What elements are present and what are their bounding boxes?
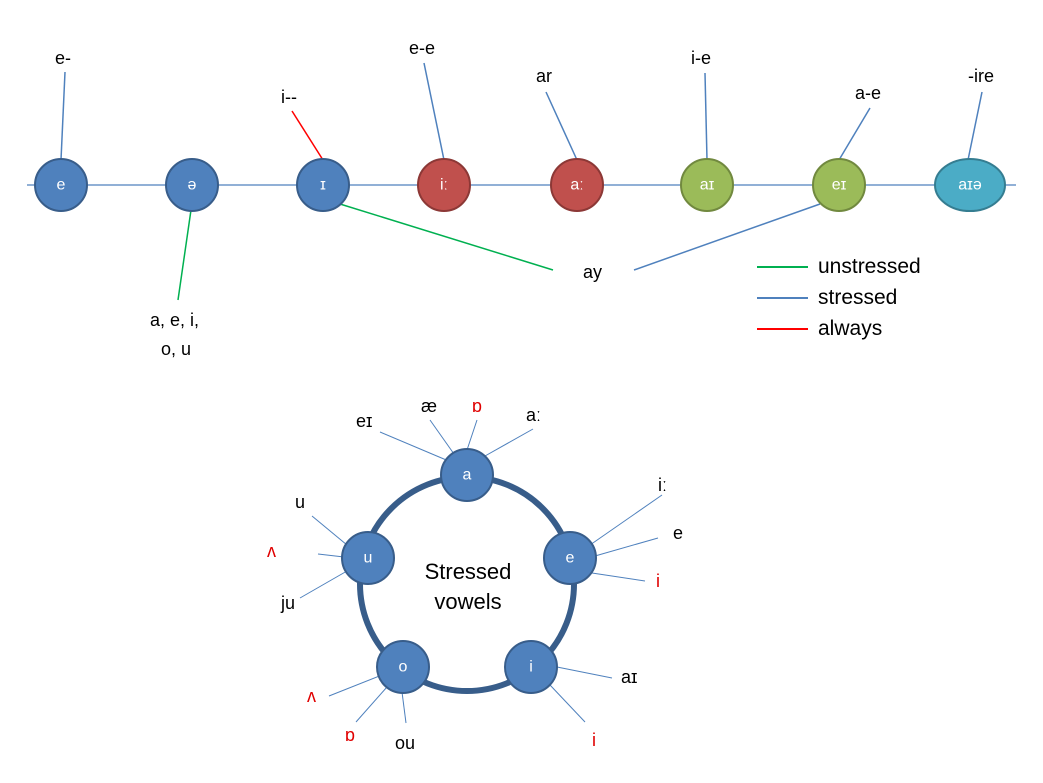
stressed-vowels-circle: Stressed vowels a e <box>267 396 683 753</box>
label-i-dashes: i-- <box>281 87 297 107</box>
connector-e-dash <box>60 71 66 161</box>
connector-ay-unstressed <box>339 203 554 271</box>
stressed-node-e: e <box>543 531 597 585</box>
vowel-node-schwa-label: ə <box>188 177 197 194</box>
label-e-dash: e- <box>55 48 71 68</box>
connector-i-dashes <box>291 110 324 161</box>
stressed-node-a-label: a <box>463 467 472 484</box>
sound-a-ei: eɪ <box>356 411 372 431</box>
stressed-node-a: a <box>440 448 494 502</box>
connector-i-e <box>704 72 708 161</box>
vowel-node-ai-label: aɪ <box>700 177 715 194</box>
vowel-node-ai: aɪ <box>680 158 734 212</box>
sound-o-wedge: ʌ <box>307 686 316 706</box>
connector-e-e <box>423 62 445 161</box>
vowel-node-long-i: iː <box>417 158 471 212</box>
sound-e-long-i: iː <box>658 475 667 495</box>
center-label-line2: vowels <box>434 589 501 614</box>
connector-ar <box>545 91 578 161</box>
sound-u-u: u <box>295 492 305 512</box>
stressed-node-u: u <box>341 531 395 585</box>
sound-i-ai: aɪ <box>621 667 637 687</box>
center-label-line1: Stressed <box>425 559 512 584</box>
vowel-node-long-i-label: iː <box>440 177 448 194</box>
label-vowels-line1: a, e, i, <box>150 310 199 330</box>
vowel-node-long-a-label: aː <box>570 177 583 194</box>
spokes <box>299 419 663 724</box>
vowel-node-e: e <box>34 158 88 212</box>
connector-ay-stressed <box>633 203 821 271</box>
stressed-node-o-label: o <box>399 659 408 676</box>
stressed-node-i: i <box>504 640 558 694</box>
vowel-node-ei-label: eɪ <box>832 177 847 194</box>
legend: unstressed stressed always <box>757 255 921 340</box>
vowel-node-aie-label: aɪə <box>958 177 982 194</box>
vowel-node-aie: aɪə <box>934 158 1006 212</box>
label-ire: -ire <box>968 66 994 86</box>
sound-i-i: i <box>592 730 596 750</box>
stressed-node-u-label: u <box>364 550 373 567</box>
legend-label-stressed: stressed <box>818 286 897 309</box>
vowel-node-short-i-label: ɪ <box>320 177 326 194</box>
label-vowels-line2: o, u <box>161 339 191 359</box>
label-e-e: e-e <box>409 38 435 58</box>
sound-a-o-open: ɒ <box>472 396 482 416</box>
sound-a-long-a: aː <box>526 405 541 425</box>
legend-item-unstressed: unstressed <box>757 255 921 278</box>
sound-e-i: i <box>656 571 660 591</box>
sound-u-wedge: ʌ <box>267 541 276 561</box>
sound-a-ae: æ <box>421 396 437 416</box>
label-i-e: i-e <box>691 48 711 68</box>
connector-vowels <box>177 209 192 301</box>
connector-ire <box>967 91 983 161</box>
stressed-node-i-label: i <box>529 659 533 676</box>
vowel-node-long-a: aː <box>550 158 604 212</box>
top-vowel-chain: e ə ɪ iː aː aɪ eɪ aɪə e- <box>27 38 1016 359</box>
vowel-node-e-label: e <box>57 177 66 194</box>
sound-o-o-open: ɒ <box>345 725 355 745</box>
legend-label-always: always <box>818 317 882 340</box>
sound-o-ou: ou <box>395 733 415 753</box>
stressed-node-e-label: e <box>566 550 575 567</box>
stressed-node-o: o <box>376 640 430 694</box>
legend-item-stressed: stressed <box>757 286 897 309</box>
connector-a-e <box>838 107 871 161</box>
vowel-node-short-i: ɪ <box>296 158 350 212</box>
label-ar: ar <box>536 66 552 86</box>
vowel-node-ei: eɪ <box>812 158 866 212</box>
vowel-node-schwa: ə <box>165 158 219 212</box>
label-a-e: a-e <box>855 83 881 103</box>
sound-e-e: e <box>673 523 683 543</box>
label-ay: ay <box>583 262 602 282</box>
sound-u-ju: ju <box>280 593 295 613</box>
legend-label-unstressed: unstressed <box>818 255 921 278</box>
legend-item-always: always <box>757 317 882 340</box>
